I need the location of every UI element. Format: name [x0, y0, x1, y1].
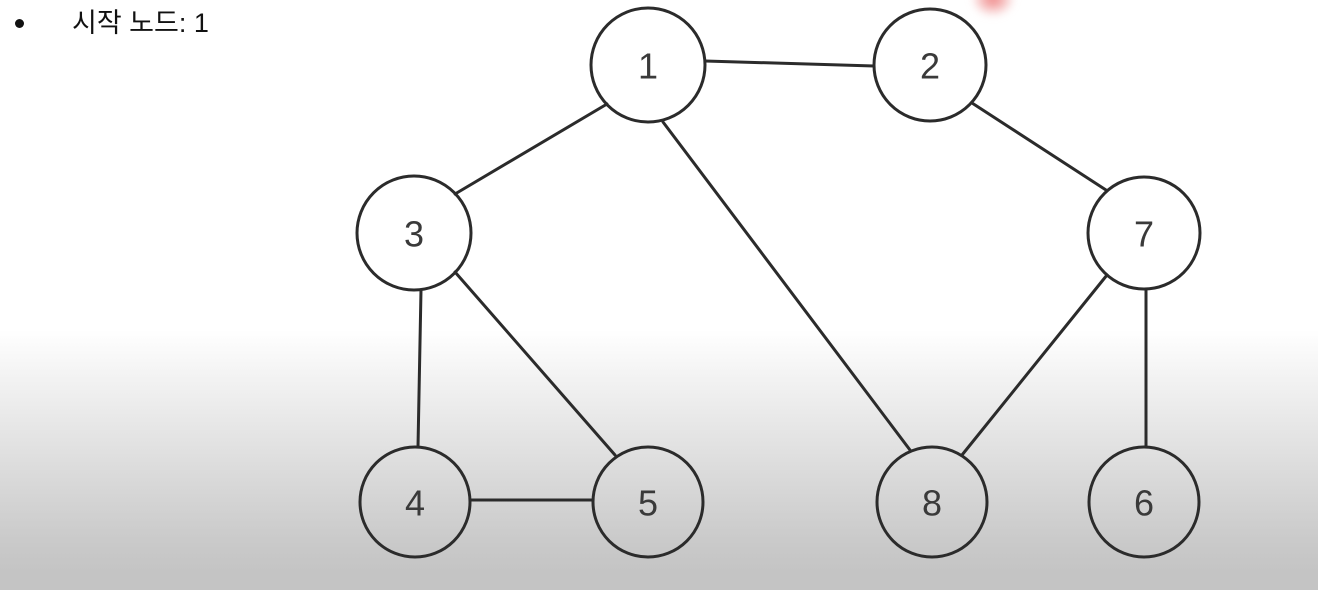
- graph-edge-3-5: [453, 270, 617, 457]
- graph-node-circle-8: [875, 445, 989, 559]
- bullet-item-label: 시작 노드: 1: [72, 7, 209, 38]
- graph-node-label-1: 1: [638, 46, 658, 87]
- graph-node-circle-4: [358, 445, 472, 559]
- graph-edge-3-4: [416, 288, 423, 449]
- graph-node-label-4: 4: [405, 483, 425, 524]
- graph-node-circle-2: [872, 7, 988, 123]
- graph-node-circle-5: [591, 445, 705, 559]
- graph-node-circle-6: [1087, 445, 1201, 559]
- graph-edge-1-8: [661, 120, 912, 452]
- graph-node-circle-7: [1086, 175, 1202, 291]
- graph-node-label-3: 3: [404, 214, 424, 255]
- graph-edge-1-2: [703, 59, 876, 68]
- graph-node-5[interactable]: 5: [591, 445, 705, 559]
- graph-node-1[interactable]: 1: [589, 6, 707, 124]
- graph-edge-7-8: [960, 273, 1109, 457]
- graph-node-7[interactable]: 7: [1086, 175, 1202, 291]
- graph-node-label-6: 6: [1134, 483, 1154, 524]
- graph-node-label-8: 8: [922, 483, 942, 524]
- graph-edge-1-3: [453, 102, 609, 196]
- graph-node-circle-3: [355, 174, 473, 292]
- graph-node-circle-1: [589, 6, 707, 124]
- graph-nodes-layer: 1 2 3 7 4 5 8 6: [355, 6, 1202, 559]
- graph-node-3[interactable]: 3: [355, 174, 473, 292]
- graph-node-4[interactable]: 4: [358, 445, 472, 559]
- bullet-list-item: 시작 노드: 1: [0, 0, 420, 46]
- graph-node-8[interactable]: 8: [875, 445, 989, 559]
- graph-node-label-2: 2: [920, 46, 940, 87]
- graph-node-6[interactable]: 6: [1087, 445, 1201, 559]
- graph-edge-2-7: [970, 101, 1108, 192]
- graph-node-label-7: 7: [1134, 214, 1154, 255]
- graph-edges-layer: [416, 59, 1148, 502]
- graph-node-2[interactable]: 2: [872, 7, 988, 123]
- graph-node-label-5: 5: [638, 483, 658, 524]
- bullet-point-icon: [15, 18, 24, 28]
